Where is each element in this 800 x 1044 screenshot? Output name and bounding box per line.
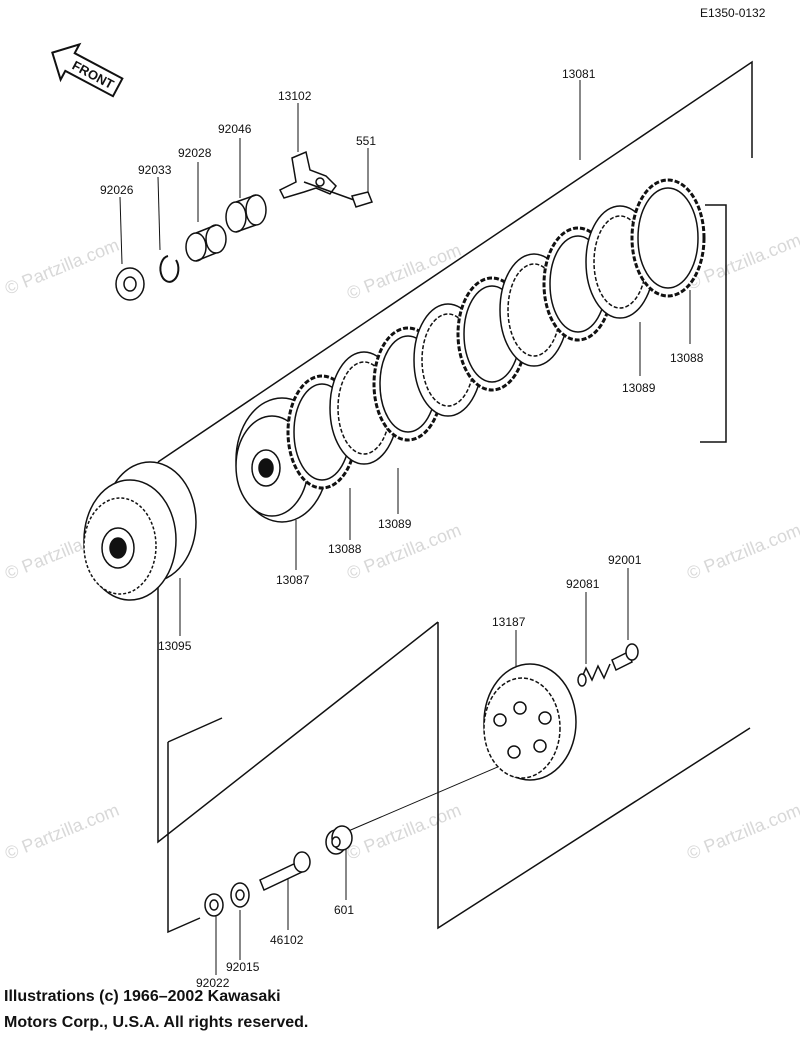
clutch-plates: [286, 178, 706, 490]
part-label[interactable]: 92028: [178, 146, 212, 160]
collar-92028: [185, 224, 227, 262]
part-label[interactable]: 13102: [278, 89, 312, 103]
group-outline-pressure-plate: [167, 622, 751, 934]
part-label[interactable]: 46102: [270, 933, 304, 947]
part-label[interactable]: 92001: [608, 553, 642, 567]
part-label[interactable]: 551: [356, 134, 376, 148]
copyright-line-1: Illustrations (c) 1966–2002 Kawasaki: [4, 988, 281, 1005]
washer-92022: [204, 893, 224, 917]
leader-lines: [119, 80, 691, 975]
watermark: © Partzilla.com: [344, 240, 464, 304]
spring-92081: [577, 663, 611, 687]
part-label[interactable]: 92046: [218, 122, 252, 136]
part-label[interactable]: 13081: [562, 67, 596, 81]
watermark: © Partzilla.com: [2, 800, 122, 864]
front-arrow: FRONT: [51, 42, 124, 98]
part-label[interactable]: 13089: [622, 381, 656, 395]
nut-92015: [230, 882, 250, 908]
part-label[interactable]: 13088: [328, 542, 362, 556]
pin-551: [351, 191, 373, 208]
pressure-plate-13187: [483, 663, 577, 781]
part-label[interactable]: 92026: [100, 183, 134, 197]
copyright-line-2: Motors Corp., U.S.A. All rights reserved…: [4, 1014, 309, 1031]
part-label[interactable]: 92015: [226, 960, 260, 974]
watermark: © Partzilla.com: [684, 520, 800, 584]
watermark: © Partzilla.com: [684, 800, 800, 864]
clutch-housing-13095: [83, 461, 197, 601]
part-label[interactable]: 13088: [670, 351, 704, 365]
part-label[interactable]: 13187: [492, 615, 526, 629]
part-label[interactable]: 92033: [138, 163, 172, 177]
part-label[interactable]: 601: [334, 903, 354, 917]
needle-bearing-92046: [225, 194, 267, 233]
circlip-92033: [159, 255, 180, 283]
bearing-601: [325, 825, 353, 855]
part-labels: 13081 13102 551 92046 92028 92033 92026 …: [100, 67, 704, 990]
push-rod-46102: [259, 851, 311, 892]
part-label[interactable]: 92022: [196, 976, 230, 990]
watermark: © Partzilla.com: [344, 800, 464, 864]
bolt-92001: [611, 643, 639, 672]
washer-92026: [115, 267, 145, 301]
part-label[interactable]: 92081: [566, 577, 600, 591]
release-lever-13102: [278, 150, 355, 201]
figure-code: E1350-0132: [700, 6, 766, 20]
part-label[interactable]: 13095: [158, 639, 192, 653]
part-label[interactable]: 13087: [276, 573, 310, 587]
watermark: © Partzilla.com: [2, 235, 122, 299]
part-label[interactable]: 13089: [378, 517, 412, 531]
